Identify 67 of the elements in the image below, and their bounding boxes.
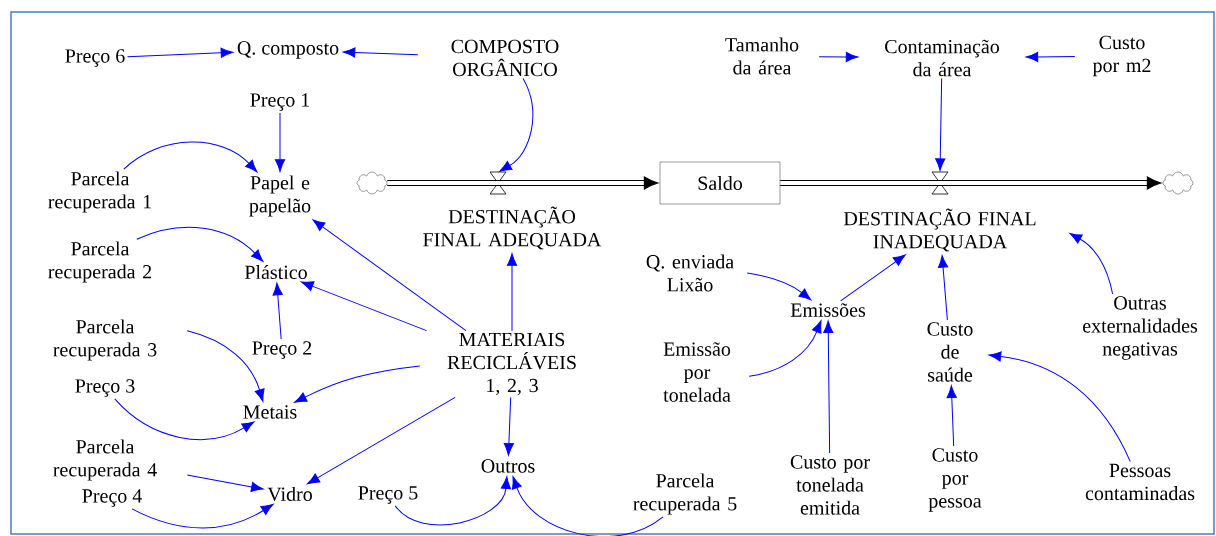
variable-label: Pessoas contaminadas bbox=[1085, 463, 1195, 501]
variable-label: Custo por tonelada emitida bbox=[790, 455, 870, 515]
arrow bbox=[136, 226, 264, 262]
variable-label: Custo por m2 bbox=[1092, 35, 1151, 77]
variable-label: Tamanho da área bbox=[725, 37, 799, 75]
arrow bbox=[840, 254, 906, 302]
flow-label: DESTINAÇÃO FINAL INADEQUADA bbox=[843, 208, 1036, 252]
variable-label: Preço 1 bbox=[250, 93, 310, 111]
variable-label: MATERIAIS RECICLÁVEIS 1, 2, 3 bbox=[447, 332, 576, 396]
arrow bbox=[342, 47, 419, 58]
arrow bbox=[186, 330, 265, 402]
variable-label: Plástico bbox=[244, 264, 307, 280]
variable-label: Preço 5 bbox=[358, 486, 418, 504]
arrow bbox=[1025, 51, 1076, 63]
variable-label: Vidro bbox=[267, 486, 312, 502]
arrow bbox=[126, 47, 234, 58]
variable-label: Parcela recuperada 5 bbox=[633, 473, 737, 515]
variable-label: Parcela recuperada 2 bbox=[48, 241, 152, 283]
variable-label: Parcela recuperada 1 bbox=[48, 171, 151, 213]
variable-label: Preço 6 bbox=[65, 49, 125, 67]
variable-label: Outras externalidades negativas bbox=[1083, 296, 1198, 360]
variable-label: Custo por pessoa bbox=[928, 448, 982, 512]
arrow bbox=[823, 320, 834, 454]
arrow bbox=[946, 385, 957, 447]
arrow bbox=[312, 219, 467, 332]
arrow bbox=[499, 77, 534, 172]
variable-label: Custo de saúde bbox=[927, 322, 973, 382]
flow-pipe bbox=[780, 176, 1162, 190]
arrow bbox=[294, 365, 421, 403]
arrow bbox=[818, 51, 859, 63]
variable-label: Emissão por tonelada bbox=[663, 342, 731, 402]
arrow bbox=[746, 272, 812, 301]
arrow bbox=[512, 476, 664, 536]
variable-label: Q. composto bbox=[237, 41, 339, 59]
variable-label: Preço 2 bbox=[252, 341, 312, 359]
arrow bbox=[988, 351, 1131, 463]
variable-label: Outros bbox=[481, 459, 535, 473]
variable-label: Papel e papelão bbox=[249, 175, 311, 217]
variable-label: COMPOSTO ORGÂNICO bbox=[451, 39, 559, 77]
arrow bbox=[123, 141, 258, 173]
cloud-symbol bbox=[356, 171, 388, 195]
flow-label: DESTINAÇÃO FINAL ADEQUADA bbox=[423, 206, 602, 250]
arrow bbox=[272, 282, 283, 340]
variable-label: Metais bbox=[243, 405, 297, 419]
arrow bbox=[186, 474, 264, 492]
variable-label: Emissões bbox=[790, 303, 866, 317]
arrow bbox=[506, 253, 518, 332]
variable-label: Parcela recuperada 4 bbox=[53, 439, 157, 481]
stock-box: Saldo bbox=[659, 161, 781, 205]
arrow bbox=[503, 396, 514, 456]
arrow bbox=[748, 320, 822, 377]
arrow bbox=[274, 112, 286, 172]
variable-label: Q. enviada Lixão bbox=[646, 254, 734, 292]
arrow bbox=[935, 78, 946, 171]
arrow bbox=[131, 503, 274, 529]
arrow bbox=[1069, 232, 1114, 295]
arrow bbox=[307, 396, 456, 485]
variable-label: Preço 4 bbox=[82, 489, 142, 507]
arrow bbox=[114, 398, 255, 440]
arrow bbox=[394, 476, 512, 526]
variable-label: Preço 3 bbox=[75, 379, 135, 397]
variable-label: Contaminação da área bbox=[885, 39, 1000, 77]
arrow bbox=[937, 255, 949, 321]
flow-pipe bbox=[387, 176, 659, 190]
variable-label: Parcela recuperada 3 bbox=[53, 319, 157, 361]
cloud-symbol bbox=[1162, 171, 1194, 195]
arrow bbox=[301, 281, 428, 332]
